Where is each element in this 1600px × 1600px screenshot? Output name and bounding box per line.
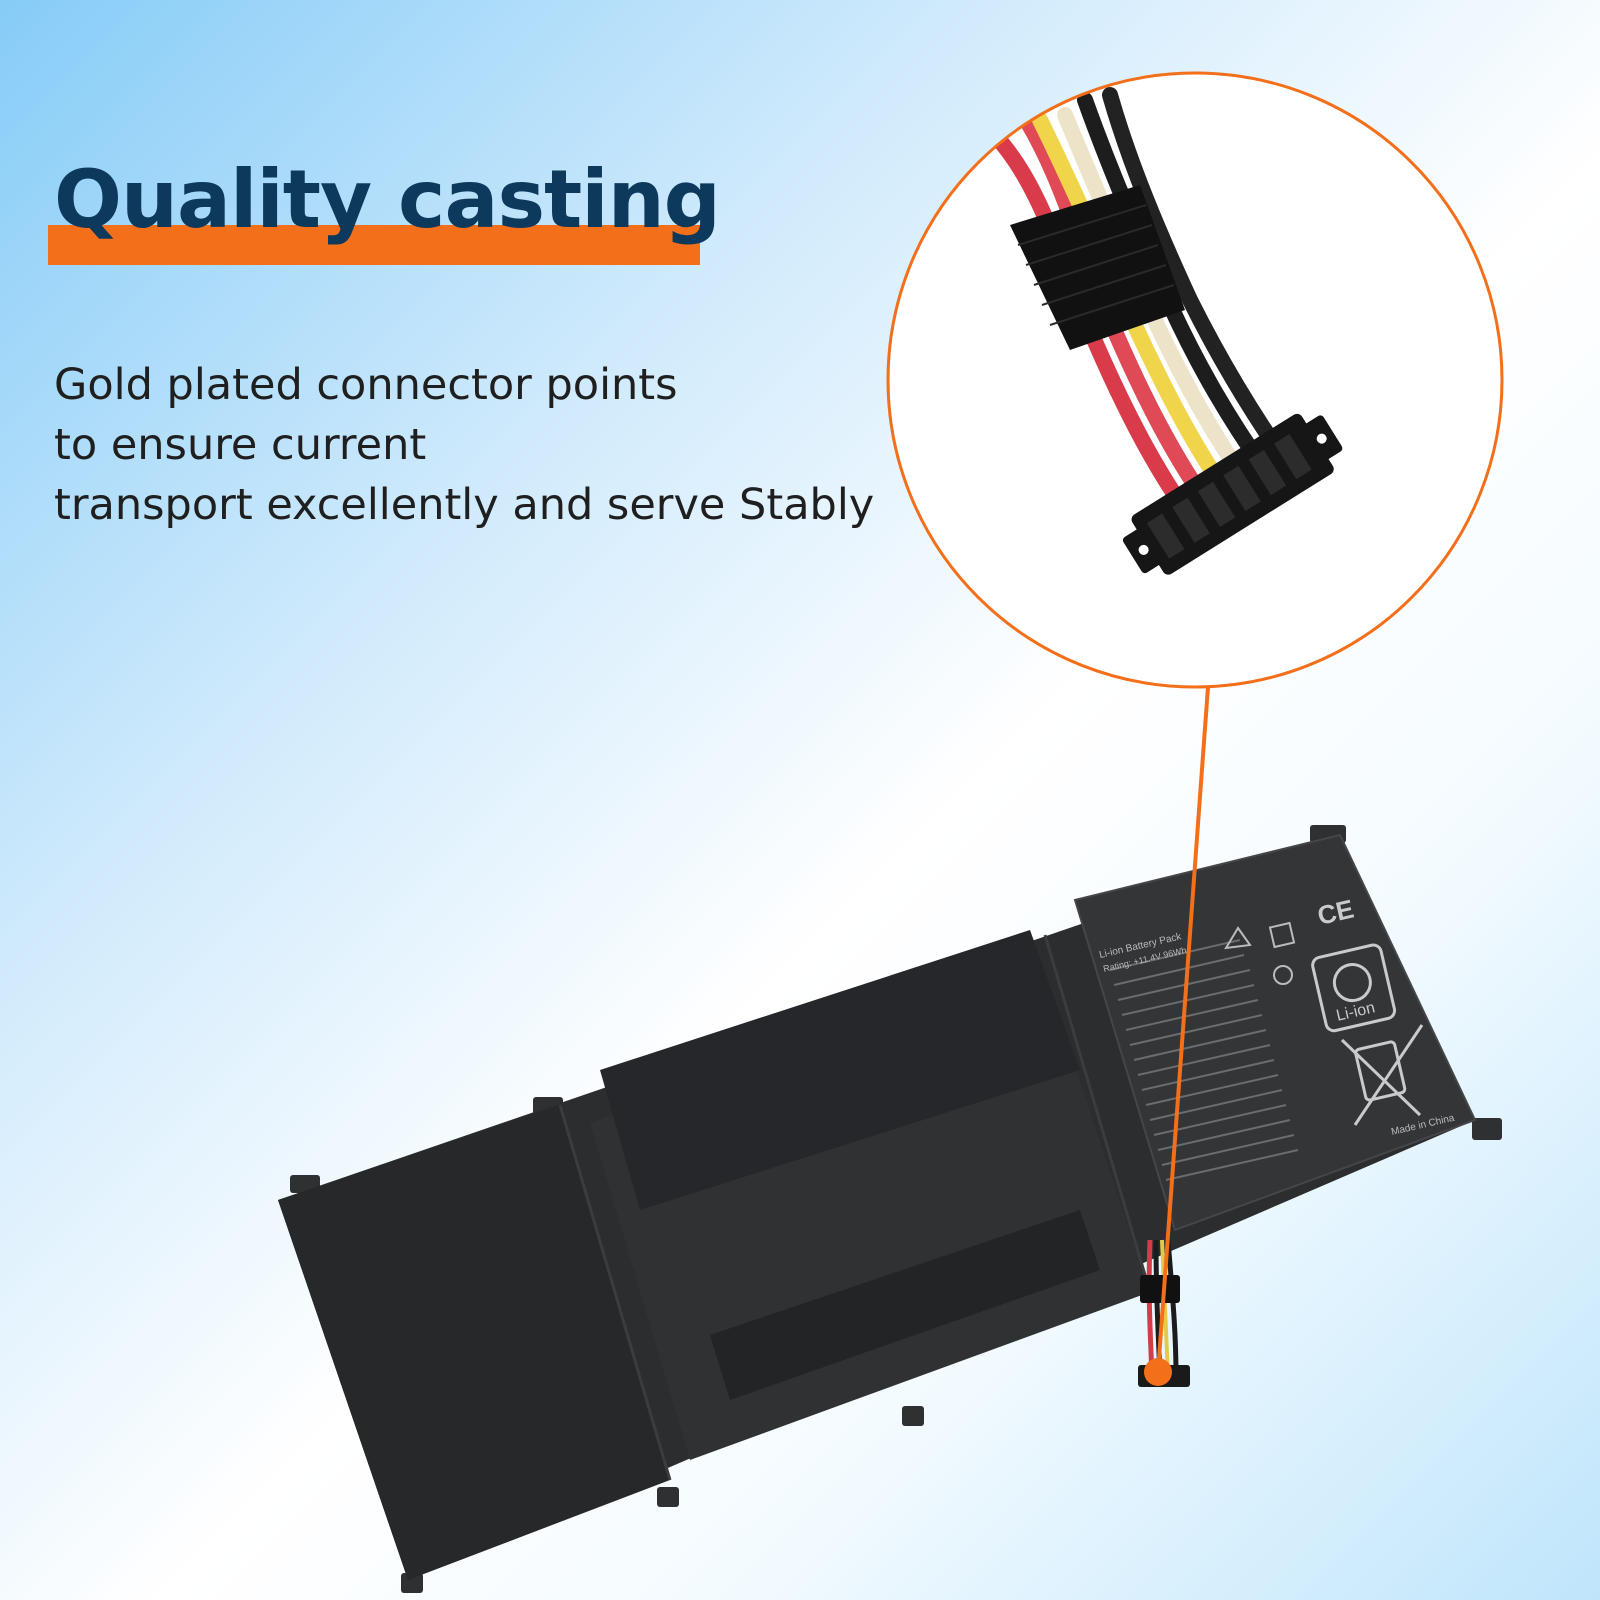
callout-pointer-dot: [1144, 1358, 1172, 1386]
crossed-bin-icon: [1340, 1024, 1424, 1126]
callout-pointer-line: [1156, 686, 1210, 1373]
headline-underline-bar: [48, 225, 700, 265]
description-line-3: transport excellently and serve Stably: [54, 480, 875, 530]
connector-zoom-circle: [886, 71, 1504, 689]
description-line-1: Gold plated connector points: [54, 360, 678, 410]
description-line-2: to ensure current: [54, 420, 427, 470]
headline: Quality casting: [54, 153, 721, 246]
battery-pack: Li-ion Battery Pack Rating: +11.4V 96Wh …: [278, 825, 1502, 1593]
headline-block: Quality casting: [48, 150, 721, 265]
description: Gold plated connector points to ensure c…: [54, 355, 874, 535]
connector-housing: [1122, 413, 1343, 575]
warning-icon: [1224, 926, 1252, 950]
